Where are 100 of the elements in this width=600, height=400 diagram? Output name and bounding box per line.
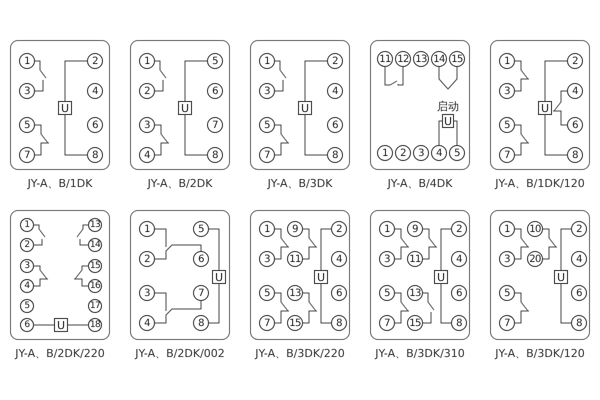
terminal-circle: 11: [377, 51, 393, 67]
model-caption: JY-A、B/3DK/310: [374, 346, 466, 361]
terminal-circle: 6: [571, 285, 587, 301]
terminal-circle: 3: [499, 83, 515, 99]
wiring-line: [304, 60, 328, 102]
terminal-circle: 8: [451, 315, 467, 331]
terminal-circle: 5: [207, 53, 223, 69]
terminal-circle: 13: [287, 285, 303, 301]
wiring-panel: [490, 40, 590, 170]
terminal-circle: 1: [379, 221, 395, 237]
terminal-circle: 7: [499, 315, 515, 331]
wiring-line: [438, 120, 442, 146]
wiring-line: [34, 324, 54, 326]
wiring-line: [274, 228, 290, 260]
terminal-circle: 8: [327, 147, 343, 163]
wiring-line: [304, 114, 328, 156]
terminal-circle: 8: [87, 147, 103, 163]
terminal-circle: 1: [139, 53, 155, 69]
terminal-circle: 7: [259, 315, 275, 331]
terminal-circle: 2: [20, 238, 34, 252]
terminal-circle: 3: [139, 117, 155, 133]
terminal-circle: 1: [259, 53, 275, 69]
wiring-line: [394, 292, 410, 324]
terminal-circle: 2: [87, 53, 103, 69]
terminal-circle: 5: [19, 117, 35, 133]
terminal-circle: 5: [499, 117, 515, 133]
model-caption: JY-A、B/2DK/002: [134, 346, 226, 361]
terminal-circle: 14: [431, 51, 447, 67]
terminal-circle: 13: [407, 285, 423, 301]
terminal-circle: 3: [259, 83, 275, 99]
terminal-circle: 3: [379, 251, 395, 267]
terminal-circle: 5: [379, 285, 395, 301]
coil-symbol: U: [538, 101, 552, 115]
terminal-circle: 2: [327, 53, 343, 69]
terminal-circle: 4: [331, 251, 347, 267]
coil-symbol: U: [298, 101, 312, 115]
terminal-circle: 6: [193, 251, 209, 267]
wiring-line: [514, 60, 530, 92]
wiring-panel: [490, 210, 590, 340]
wiring-line: [76, 224, 88, 246]
wiring-line: [274, 292, 290, 324]
terminal-circle: 3: [413, 145, 429, 161]
terminal-circle: 5: [259, 117, 275, 133]
terminal-circle: 15: [88, 259, 102, 273]
wiring-panel: [10, 210, 110, 340]
terminal-circle: 9: [407, 221, 423, 237]
model-caption: JY-A、B/2DK/220: [14, 346, 106, 361]
wiring-line: [184, 60, 208, 102]
terminal-circle: 1: [139, 221, 155, 237]
terminal-circle: 6: [331, 285, 347, 301]
terminal-circle: 3: [139, 285, 155, 301]
terminal-circle: 5: [499, 285, 515, 301]
wiring-line: [544, 114, 568, 156]
model-caption: JY-A、B/3DK: [266, 176, 334, 191]
wiring-line: [422, 292, 434, 324]
wiring-line: [514, 292, 530, 324]
wiring-line: [274, 60, 286, 92]
model-caption: JY-A、B/3DK/120: [494, 346, 586, 361]
wiring-line: [34, 224, 46, 246]
terminal-circle: 4: [87, 83, 103, 99]
coil-symbol: U: [554, 270, 568, 284]
model-caption: JY-A、B/1DK/120: [494, 176, 586, 191]
wiring-line: [184, 114, 208, 156]
wiring-line: [514, 228, 530, 260]
terminal-circle: 13: [88, 218, 102, 232]
terminal-circle: 6: [20, 318, 34, 332]
wiring-line: [560, 228, 572, 270]
terminal-circle: 6: [207, 83, 223, 99]
terminal-circle: 1: [19, 53, 35, 69]
terminal-circle: 1: [377, 145, 393, 161]
model-caption: JY-A、B/4DK: [386, 176, 454, 191]
wiring-line: [544, 60, 568, 102]
model-caption: JY-A、B/2DK: [146, 176, 214, 191]
wiring-panel: [130, 40, 230, 170]
wiring-panel: [250, 210, 350, 340]
terminal-circle: 7: [193, 285, 209, 301]
terminal-circle: 8: [193, 315, 209, 331]
terminal-circle: 4: [431, 145, 447, 161]
wiring-line: [154, 124, 170, 156]
wiring-line: [514, 124, 530, 156]
terminal-circle: 16: [88, 279, 102, 293]
terminal-circle: 18: [88, 318, 102, 332]
coil-symbol: U: [442, 114, 454, 128]
wiring-line: [394, 228, 410, 260]
terminal-circle: 7: [499, 147, 515, 163]
wiring-line: [542, 228, 558, 260]
terminal-circle: 14: [88, 238, 102, 252]
terminal-circle: 3: [20, 259, 34, 273]
model-caption: JY-A、B/3DK/220: [254, 346, 346, 361]
terminal-circle: 4: [451, 251, 467, 267]
terminal-circle: 11: [287, 251, 303, 267]
terminal-circle: 5: [449, 145, 465, 161]
terminal-circle: 4: [571, 251, 587, 267]
terminal-circle: 15: [287, 315, 303, 331]
terminal-circle: 8: [207, 147, 223, 163]
terminal-circle: 7: [207, 117, 223, 133]
wiring-line: [154, 244, 202, 260]
terminal-circle: 5: [259, 285, 275, 301]
terminal-circle: 15: [449, 51, 465, 67]
terminal-circle: 2: [451, 221, 467, 237]
